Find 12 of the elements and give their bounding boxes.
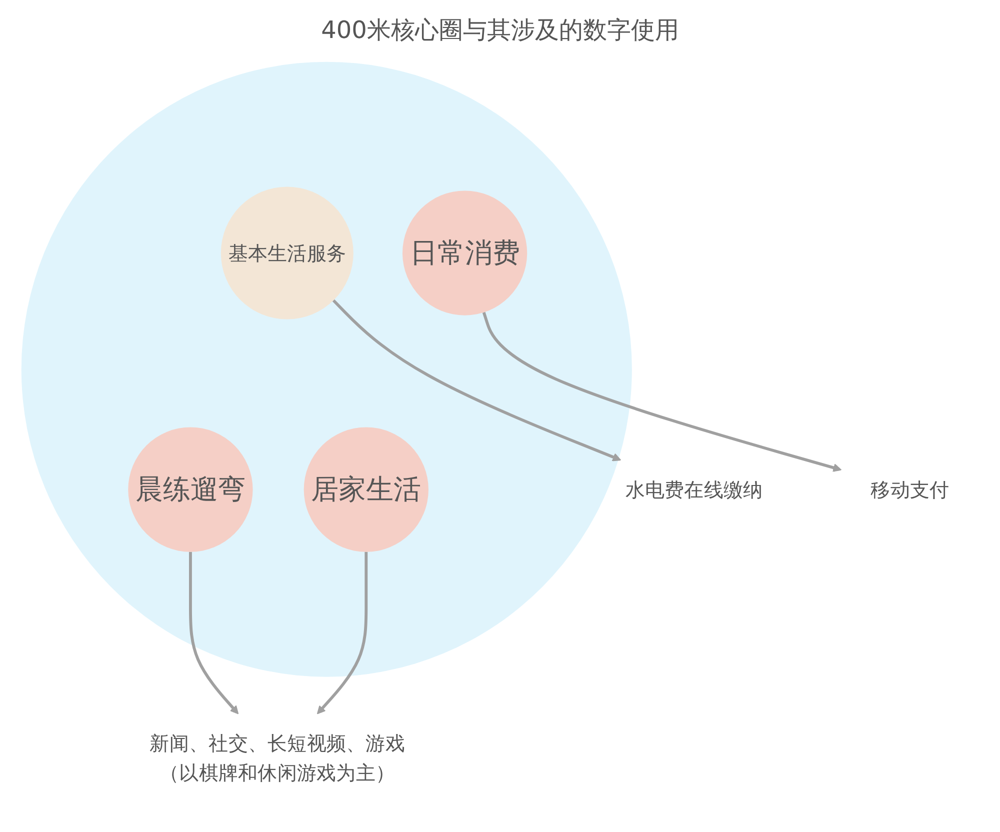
arrow: [188, 552, 239, 714]
node-circle: 晨练遛弯: [128, 427, 253, 552]
diagram-title: 400米核心圈与其涉及的数字使用: [320, 15, 680, 46]
node-text: 新闻、社交、长短视频、游戏（以棋牌和休闲游戏为主）: [150, 732, 405, 785]
node-text: 移动支付: [870, 478, 950, 502]
arrow: [332, 299, 622, 462]
arrow: [482, 312, 842, 472]
arrow: [316, 552, 368, 714]
node-circle: 基本生活服务: [220, 186, 354, 320]
node-text: 水电费在线缴纳: [625, 478, 763, 502]
node-circle: 日常消费: [402, 190, 528, 316]
node-circle: 居家生活: [304, 427, 428, 552]
